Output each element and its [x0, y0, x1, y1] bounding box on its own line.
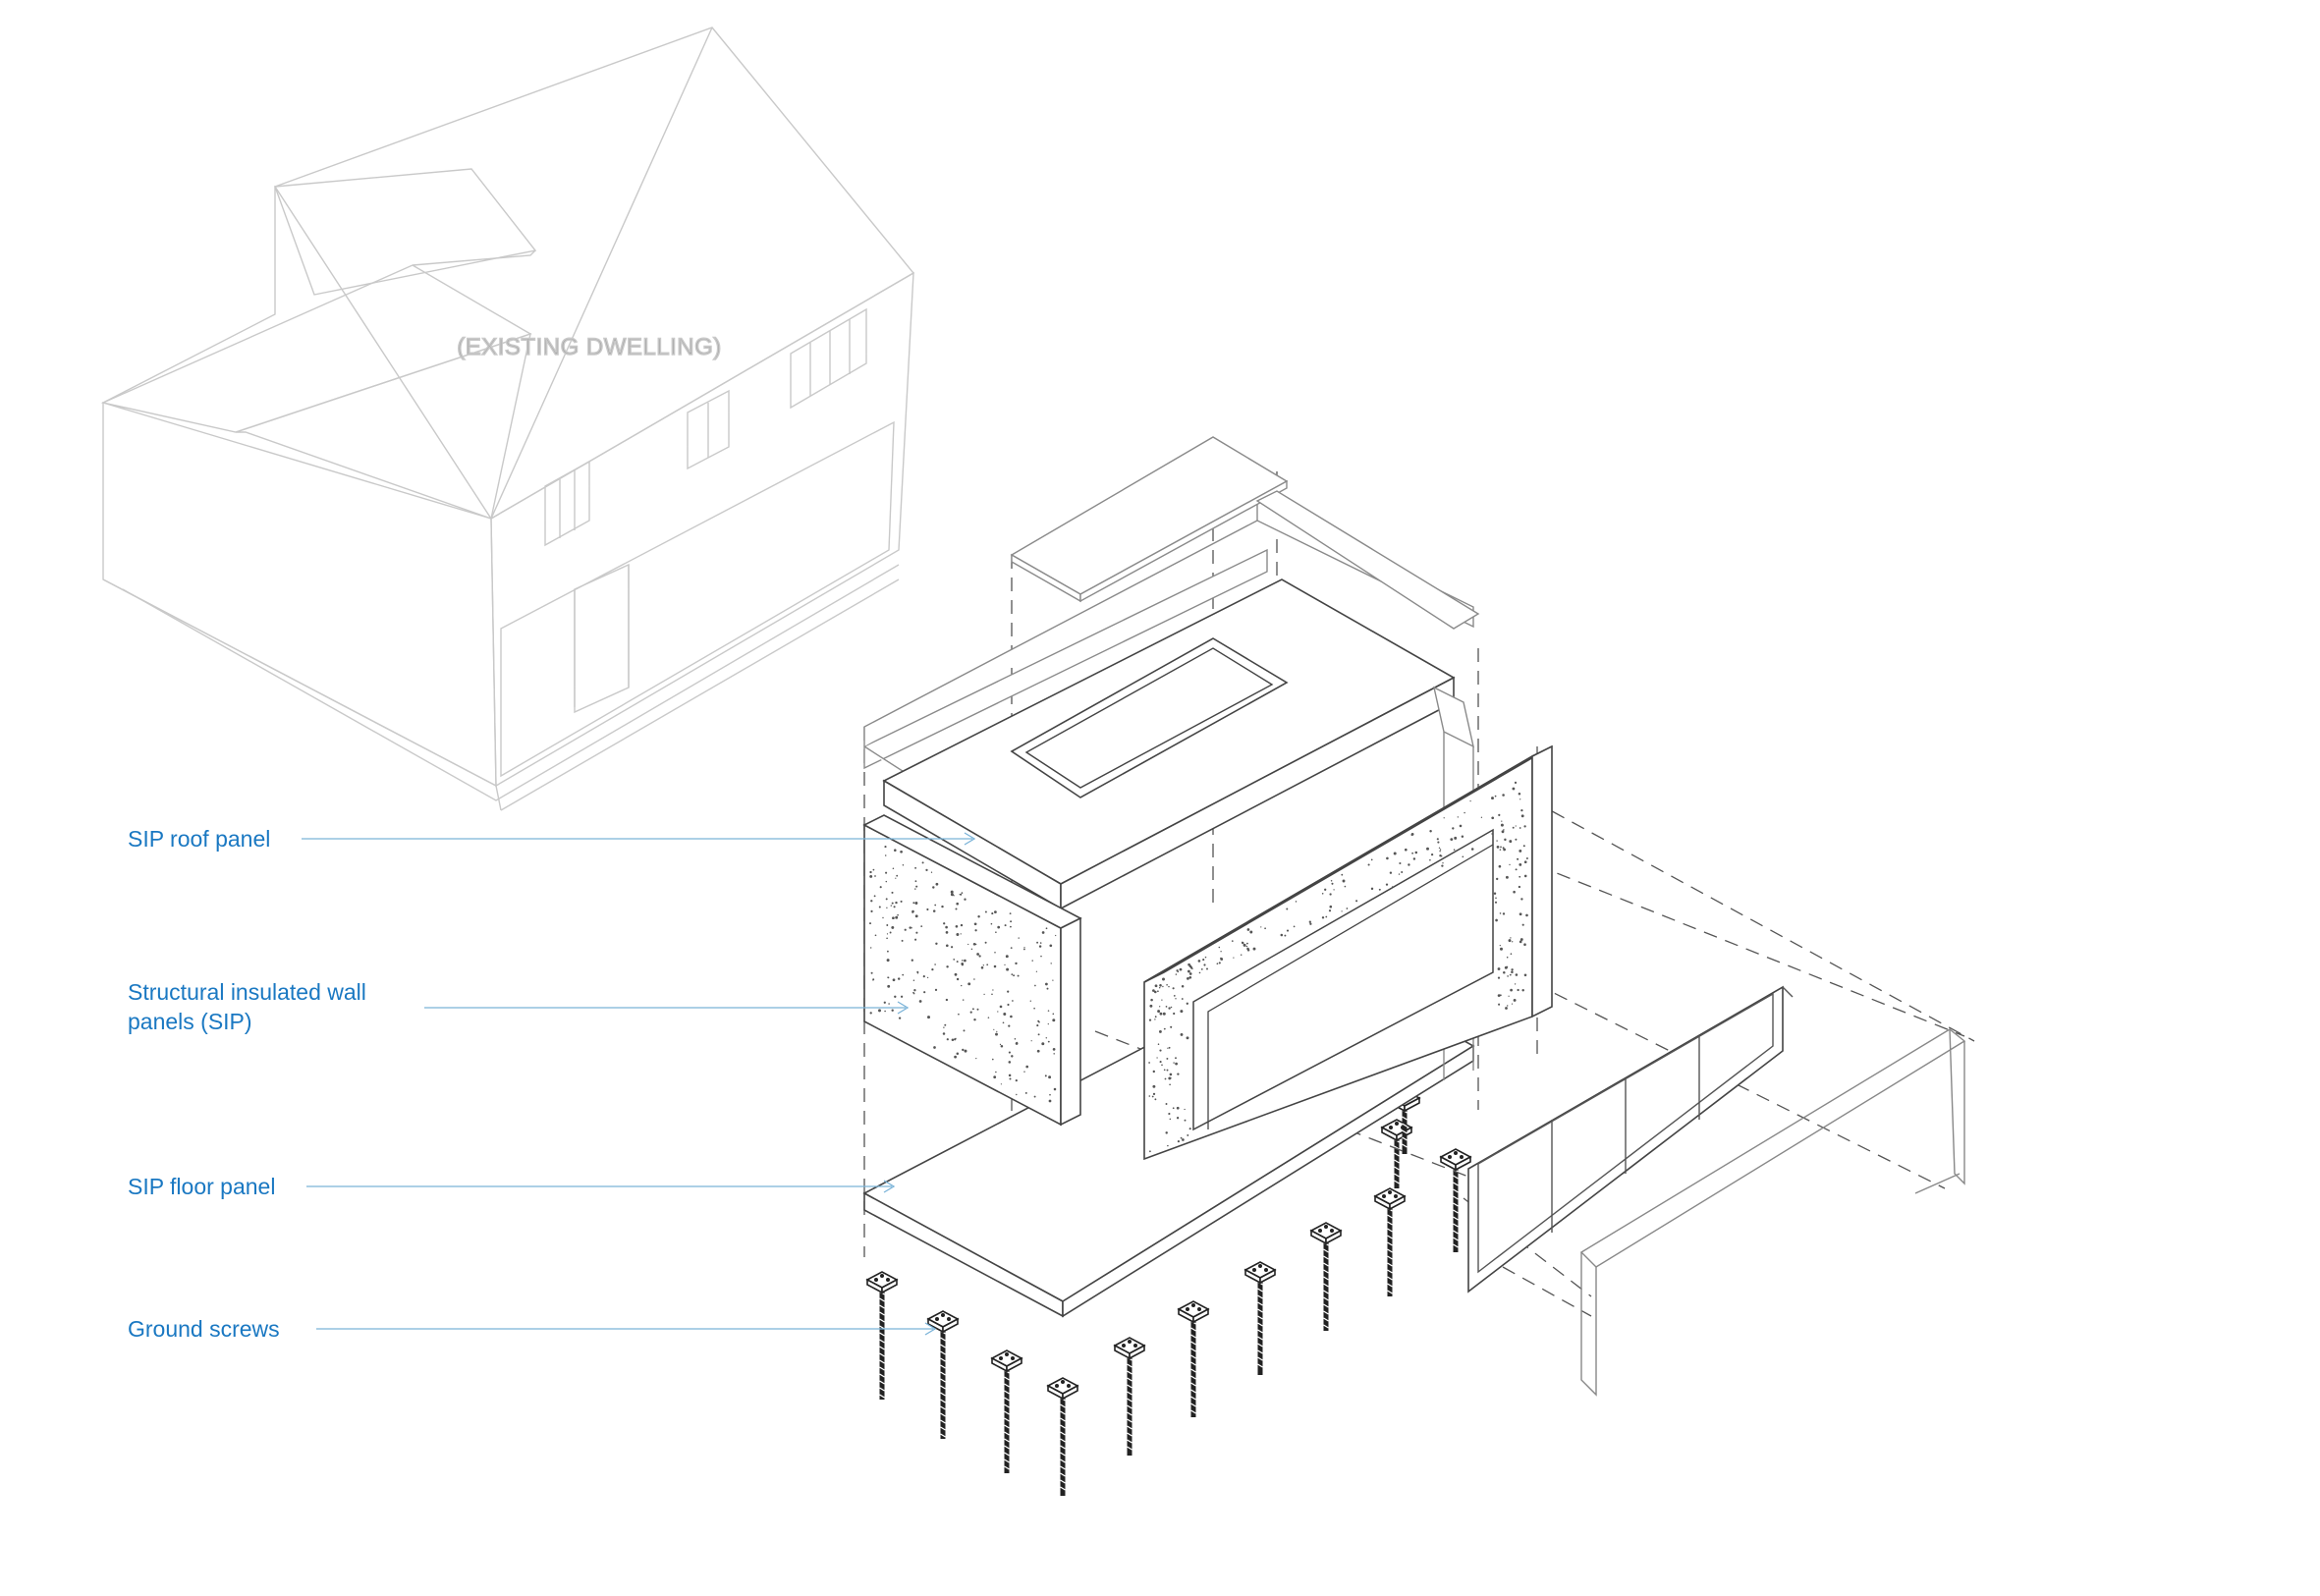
existing-dwelling: (EXISTING DWELLING): [100, 27, 915, 811]
callout-walls: Structural insulated wall panels (SIP): [128, 979, 910, 1034]
callout-label-walls-line2: panels (SIP): [128, 1009, 252, 1034]
sip-wall-panel-left[interactable]: [862, 814, 1082, 1127]
ground-screw: [1373, 1187, 1407, 1296]
sip-wall-panel-front[interactable]: [1143, 744, 1553, 1161]
callout-label-screws: Ground screws: [128, 1316, 280, 1342]
deck-frame: [1579, 1028, 1966, 1397]
callout-label-floor: SIP floor panel: [128, 1174, 275, 1199]
callouts: SIP roof panel Structural insulated wall…: [128, 826, 976, 1342]
ground-screw: [1439, 1148, 1472, 1252]
sip-roof-panel[interactable]: [882, 578, 1456, 910]
sliding-door-unit: [1467, 985, 1794, 1293]
existing-windows: [544, 307, 867, 547]
wall-insulation-texture: [868, 846, 1057, 1103]
ground-screw: [1177, 1300, 1210, 1417]
callout-screws: Ground screws: [128, 1316, 937, 1342]
parapet-frame: [863, 490, 1480, 746]
callout-roof: SIP roof panel: [128, 826, 976, 852]
ground-screw: [926, 1310, 960, 1439]
wall-insulation-texture: [1148, 781, 1528, 1153]
callout-floor: SIP floor panel: [128, 1174, 896, 1199]
callout-label-roof: SIP roof panel: [128, 826, 270, 852]
ground-screw: [865, 1271, 899, 1400]
ground-screw: [1113, 1337, 1146, 1456]
existing-dwelling-caption: (EXISTING DWELLING): [457, 334, 722, 360]
rooflight: [1010, 436, 1289, 603]
ground-screw: [1243, 1261, 1277, 1375]
callout-label-walls-line1: Structural insulated wall: [128, 979, 366, 1005]
ground-screw: [990, 1349, 1023, 1473]
ground-screws: [865, 1089, 1472, 1496]
ground-screw: [1046, 1377, 1079, 1496]
ground-screw: [1309, 1222, 1343, 1331]
